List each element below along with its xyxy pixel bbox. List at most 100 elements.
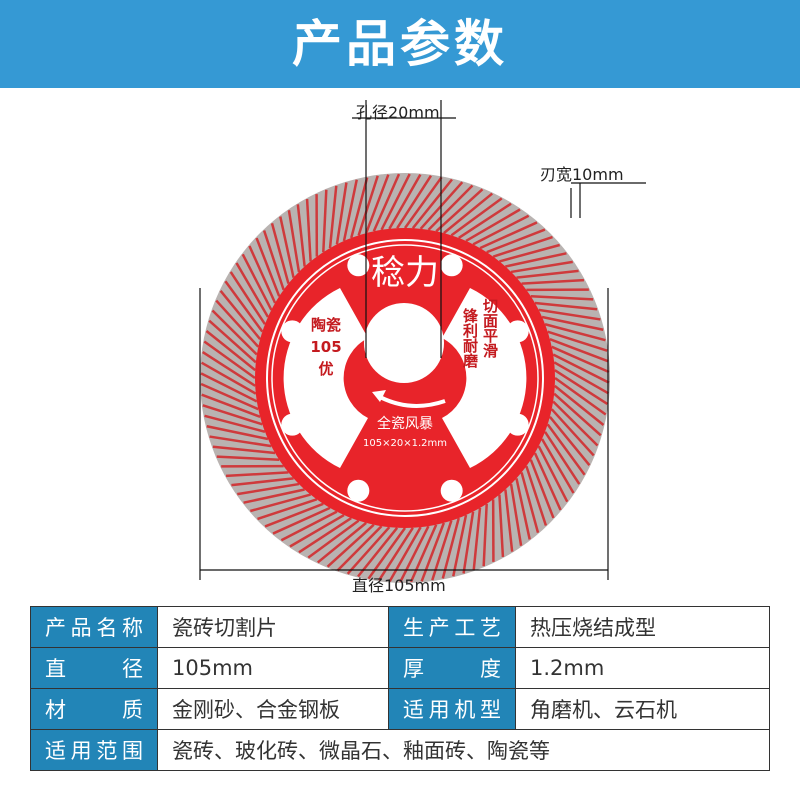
disc-ring-inner bbox=[271, 244, 539, 512]
left-label-panel bbox=[283, 288, 368, 468]
rim-tooth bbox=[237, 482, 300, 496]
disc-ring bbox=[266, 239, 544, 517]
rim-tooth bbox=[525, 465, 548, 526]
left-label-3: 优 bbox=[318, 360, 333, 378]
rim-tooth bbox=[427, 184, 474, 231]
rim-tooth bbox=[215, 299, 260, 348]
table-label: 直径 bbox=[30, 647, 158, 689]
rim-tooth bbox=[357, 527, 399, 578]
table-value: 瓷砖、玻化砖、微晶石、釉面砖、陶瓷等 bbox=[157, 729, 770, 771]
rim-tooth bbox=[552, 353, 610, 384]
rim-tooth bbox=[458, 202, 512, 240]
rim-tooth bbox=[543, 431, 581, 485]
cooling-hole bbox=[347, 254, 370, 277]
rim-tooth bbox=[534, 301, 598, 311]
rim-tooth bbox=[264, 502, 324, 528]
rim-tooth bbox=[205, 330, 256, 372]
rim-tooth bbox=[255, 237, 281, 297]
rotation-arrow-icon bbox=[377, 394, 446, 408]
rim-tooth bbox=[552, 400, 599, 447]
rim-tooth bbox=[516, 269, 579, 279]
rim-tooth bbox=[492, 235, 553, 258]
rim-tooth bbox=[548, 416, 591, 467]
cooling-hole bbox=[347, 479, 370, 502]
rim-tooth bbox=[272, 506, 331, 535]
rim-tooth bbox=[510, 260, 573, 274]
table-label: 厚度 bbox=[388, 647, 516, 689]
table-value: 角磨机、云石机 bbox=[515, 688, 770, 730]
table-label: 材质 bbox=[30, 688, 158, 730]
rim-tooth bbox=[357, 175, 379, 236]
rim-tooth bbox=[546, 423, 586, 476]
rim-tooth bbox=[350, 177, 369, 239]
rim-tooth bbox=[420, 522, 445, 582]
rim-tooth bbox=[411, 178, 453, 229]
rim-tooth bbox=[380, 173, 411, 231]
right-label-col1: 锋利耐磨 bbox=[461, 307, 479, 369]
rim-tooth bbox=[225, 471, 289, 478]
right-label-col2: 切面平滑 bbox=[481, 298, 499, 359]
rim-tooth bbox=[509, 483, 523, 546]
rim-tooth bbox=[399, 525, 430, 583]
rim-tooth bbox=[257, 498, 318, 521]
rim-tooth bbox=[403, 176, 443, 229]
cooling-hole bbox=[440, 254, 463, 277]
rim-tooth bbox=[241, 253, 273, 311]
rim-tooth bbox=[262, 230, 285, 291]
rim-tooth bbox=[521, 278, 585, 285]
rim-tooth bbox=[515, 478, 531, 540]
rim-tooth bbox=[307, 519, 360, 559]
rim-tooth bbox=[372, 173, 401, 232]
right-label-panel bbox=[442, 288, 527, 468]
rim-tooth bbox=[498, 494, 505, 558]
rim-tooth bbox=[279, 216, 295, 278]
table-label: 适用范围 bbox=[30, 729, 158, 771]
rim-tooth bbox=[316, 521, 367, 564]
brand-text: 稔力 bbox=[371, 253, 439, 293]
table-value: 热压烧结成型 bbox=[515, 606, 770, 648]
rim-tooth bbox=[396, 174, 433, 229]
rim-tooth bbox=[208, 319, 257, 364]
rim-tooth bbox=[326, 523, 375, 568]
rim-tooth bbox=[342, 179, 358, 242]
rim-tooth bbox=[462, 511, 475, 574]
rim-tooth bbox=[472, 507, 482, 571]
table-label: 产品名称 bbox=[30, 606, 158, 648]
table-value: 瓷砖切割片 bbox=[157, 606, 389, 648]
cooling-hole bbox=[440, 479, 463, 502]
rim-tooth bbox=[209, 435, 272, 448]
rim-tooth bbox=[443, 192, 494, 235]
rim-tooth bbox=[529, 459, 555, 519]
rim-tooth bbox=[305, 198, 312, 262]
rim-tooth bbox=[229, 271, 267, 325]
cooling-holes bbox=[281, 254, 529, 502]
rim-tooth bbox=[280, 510, 338, 542]
table-row: 材质 金刚砂、合金钢板 适用机型 角磨机、云石机 bbox=[30, 688, 770, 730]
rim-tooth bbox=[441, 517, 460, 579]
rim-tooth bbox=[200, 382, 259, 411]
rim-tooth bbox=[224, 280, 264, 333]
table-row: 产品名称 瓷砖切割片 生产工艺 热压烧结成型 bbox=[30, 606, 770, 648]
rim-tooth bbox=[365, 174, 390, 234]
rim-tooth bbox=[249, 493, 311, 513]
width-dimension-label: 刃宽10mm bbox=[540, 165, 624, 184]
rim-tooth bbox=[540, 438, 575, 494]
rim-tooth bbox=[322, 189, 328, 253]
series-name: 全瓷风暴 bbox=[377, 415, 433, 432]
rim-tooth bbox=[243, 488, 305, 504]
rim-tooth bbox=[235, 262, 270, 318]
rim-tooth bbox=[203, 340, 256, 380]
arrow-head-icon bbox=[372, 390, 386, 402]
rim-tooth bbox=[554, 384, 605, 426]
table-label: 适用机型 bbox=[388, 688, 516, 730]
rim-tooth bbox=[541, 315, 604, 331]
rim-tooth bbox=[505, 252, 567, 268]
bore-dimension-label: 孔径20mm bbox=[356, 103, 440, 122]
rim-tooth bbox=[452, 514, 468, 577]
rim-tooth bbox=[537, 445, 569, 503]
rim-tooth bbox=[219, 289, 262, 340]
left-label-1: 陶瓷 bbox=[311, 316, 341, 334]
rim-tooth bbox=[200, 372, 258, 403]
rim-tooth bbox=[479, 221, 538, 250]
